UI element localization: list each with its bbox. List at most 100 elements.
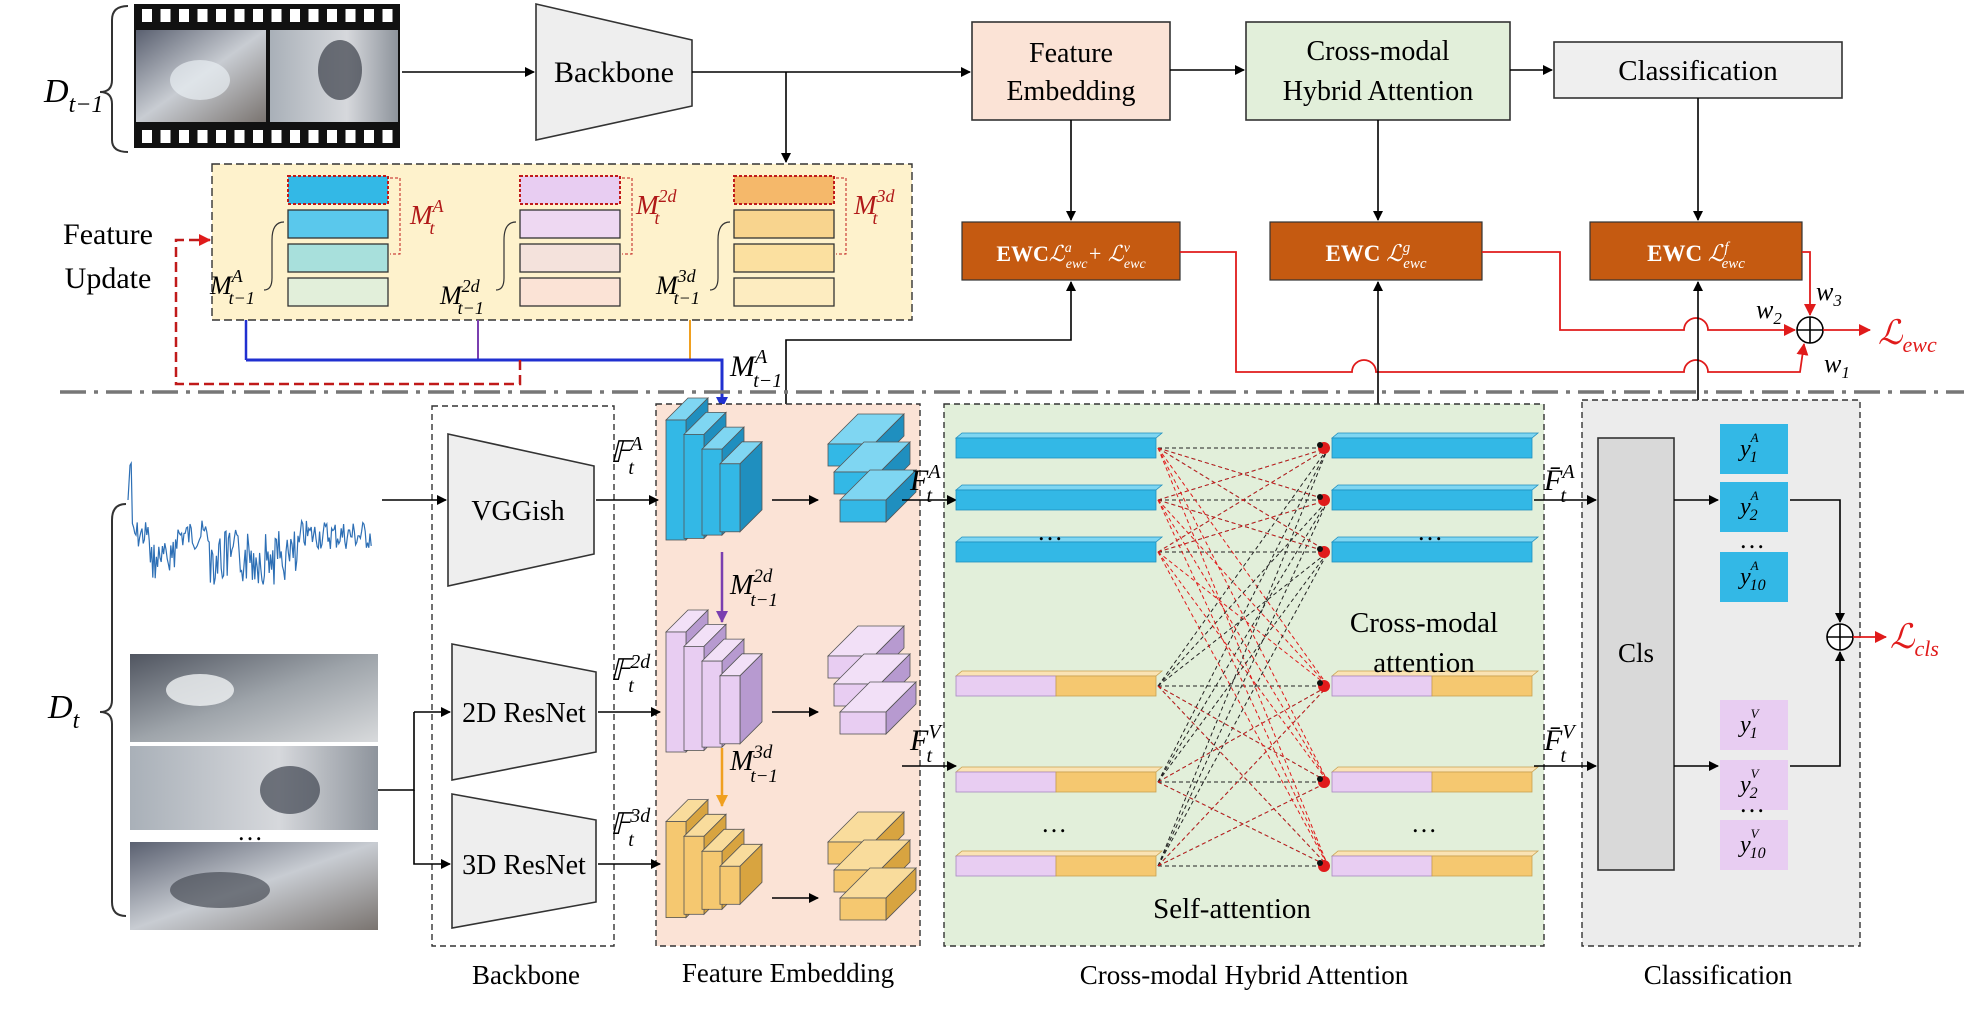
- film-hole: [234, 9, 245, 22]
- frames-split-line: [378, 712, 415, 791]
- fe-visual3d-input-block: [665, 821, 687, 918]
- cm-audio-bar-left: [954, 432, 1164, 439]
- cm-visual-bar-right: [1331, 675, 1433, 697]
- cm-visual-bar-right: [1331, 855, 1433, 877]
- film-hole: [345, 130, 356, 143]
- cm-right-dots-top: …: [1417, 517, 1443, 546]
- self-attention-link: [1157, 447, 1329, 867]
- fe-visual3d-input-block: [719, 865, 741, 905]
- fe-visual2d-input-block: [683, 646, 705, 751]
- w1-label: w1: [1824, 349, 1850, 382]
- frames-dots: …: [237, 817, 263, 846]
- cm-visual-bar-right: [1431, 675, 1533, 697]
- cross-attention-line2: attention: [1373, 647, 1475, 679]
- d-prev-brace: [99, 5, 129, 153]
- film-hole: [308, 9, 319, 22]
- feature-update-line1: Feature: [63, 218, 153, 251]
- resnet2d-block: [451, 643, 597, 781]
- attention-head-marker: [1317, 494, 1323, 500]
- fe-audio-input-block: [665, 419, 687, 541]
- film-hole: [216, 9, 226, 22]
- top-feature-embedding-line1: Feature: [1029, 38, 1113, 69]
- cm-left-dots-bottom: …: [1041, 809, 1067, 838]
- cross-attention-link: [1157, 781, 1329, 867]
- mem-a-bracket: [390, 177, 401, 255]
- self-attention-link: [1157, 499, 1329, 783]
- y-audio-box: [1720, 482, 1788, 532]
- fe-visual2d-output-block: [839, 711, 887, 735]
- y-visual-box: [1720, 820, 1788, 870]
- resnet2d-label: 2D ResNet: [462, 698, 586, 729]
- audio-waveform: [127, 461, 372, 585]
- cross-attention-link: [1157, 685, 1329, 867]
- cross-attention-link: [1157, 499, 1329, 867]
- film-hole: [234, 130, 245, 143]
- self-attention-link: [1157, 499, 1329, 867]
- fe-visual2d-input-block: [701, 660, 723, 748]
- cls-block: [1597, 437, 1675, 871]
- cross-attention-link: [1157, 447, 1329, 501]
- film-hole: [382, 130, 393, 143]
- cm-audio-bar-right: [1330, 484, 1540, 491]
- mem-a-slot: [287, 175, 389, 205]
- mem-2d-slot: [519, 243, 621, 273]
- film-hole: [271, 130, 282, 143]
- fe-audio-input-block: [683, 433, 705, 539]
- y-v-to-sum-arrow: [1790, 651, 1845, 767]
- cm-visual-bar-right: [1330, 766, 1540, 773]
- mem-2d-slot: [519, 277, 621, 307]
- mem-a-slot: [287, 209, 389, 239]
- section-label-fe: Feature Embedding: [682, 958, 894, 988]
- cm-visual-bar-left: [954, 670, 1164, 677]
- cm-visual-bar-left: [955, 771, 1057, 793]
- top-classification-box: [1553, 41, 1843, 99]
- fe-visual3d-output-block: [839, 897, 887, 921]
- mem-a-slot: [287, 243, 389, 273]
- cm-audio-bar-left: [955, 489, 1157, 511]
- cm-visual-bar-right: [1431, 855, 1533, 877]
- mem-a-slot: [287, 277, 389, 307]
- y-a-to-sum-arrow: [1790, 499, 1845, 623]
- ewc-f-box: [1589, 221, 1803, 281]
- cls-label: Cls: [1618, 638, 1654, 668]
- l-cls-label: ℒcls: [1890, 619, 1939, 661]
- cm-audio-bar-right: [1331, 541, 1533, 563]
- feature-update-line2: Update: [65, 262, 152, 295]
- y-audio-box: [1720, 552, 1788, 602]
- resnet3d-block: [451, 793, 597, 929]
- film-hole: [364, 130, 374, 143]
- l-ewc-label: ℒewc: [1878, 315, 1937, 357]
- film-hole: [327, 130, 337, 143]
- top-cross-modal-line2: Hybrid Attention: [1283, 76, 1474, 107]
- cm-audio-bar-left: [955, 541, 1157, 563]
- top-cross-modal-box: [1245, 21, 1511, 121]
- film-hole: [253, 9, 263, 22]
- ewc-g-red-line: [1482, 251, 1796, 336]
- attention-head-marker: [1317, 680, 1323, 686]
- cm-visual-bar-right: [1331, 771, 1433, 793]
- film-hole: [197, 9, 208, 22]
- cm-visual-bar-left: [1055, 675, 1157, 697]
- mem-2d-bracket: [622, 177, 633, 255]
- mem-3d-slot: [733, 209, 835, 239]
- film-hole: [364, 9, 374, 22]
- attention-head-marker: [1317, 776, 1323, 782]
- cm-left-dots-top: …: [1037, 517, 1063, 546]
- cm-visual-bar-left: [955, 675, 1057, 697]
- self-attention-link: [1157, 551, 1329, 687]
- ewc-f-red-line: [1802, 251, 1816, 316]
- film-hole: [142, 9, 152, 22]
- y-visual-box: [1720, 700, 1788, 750]
